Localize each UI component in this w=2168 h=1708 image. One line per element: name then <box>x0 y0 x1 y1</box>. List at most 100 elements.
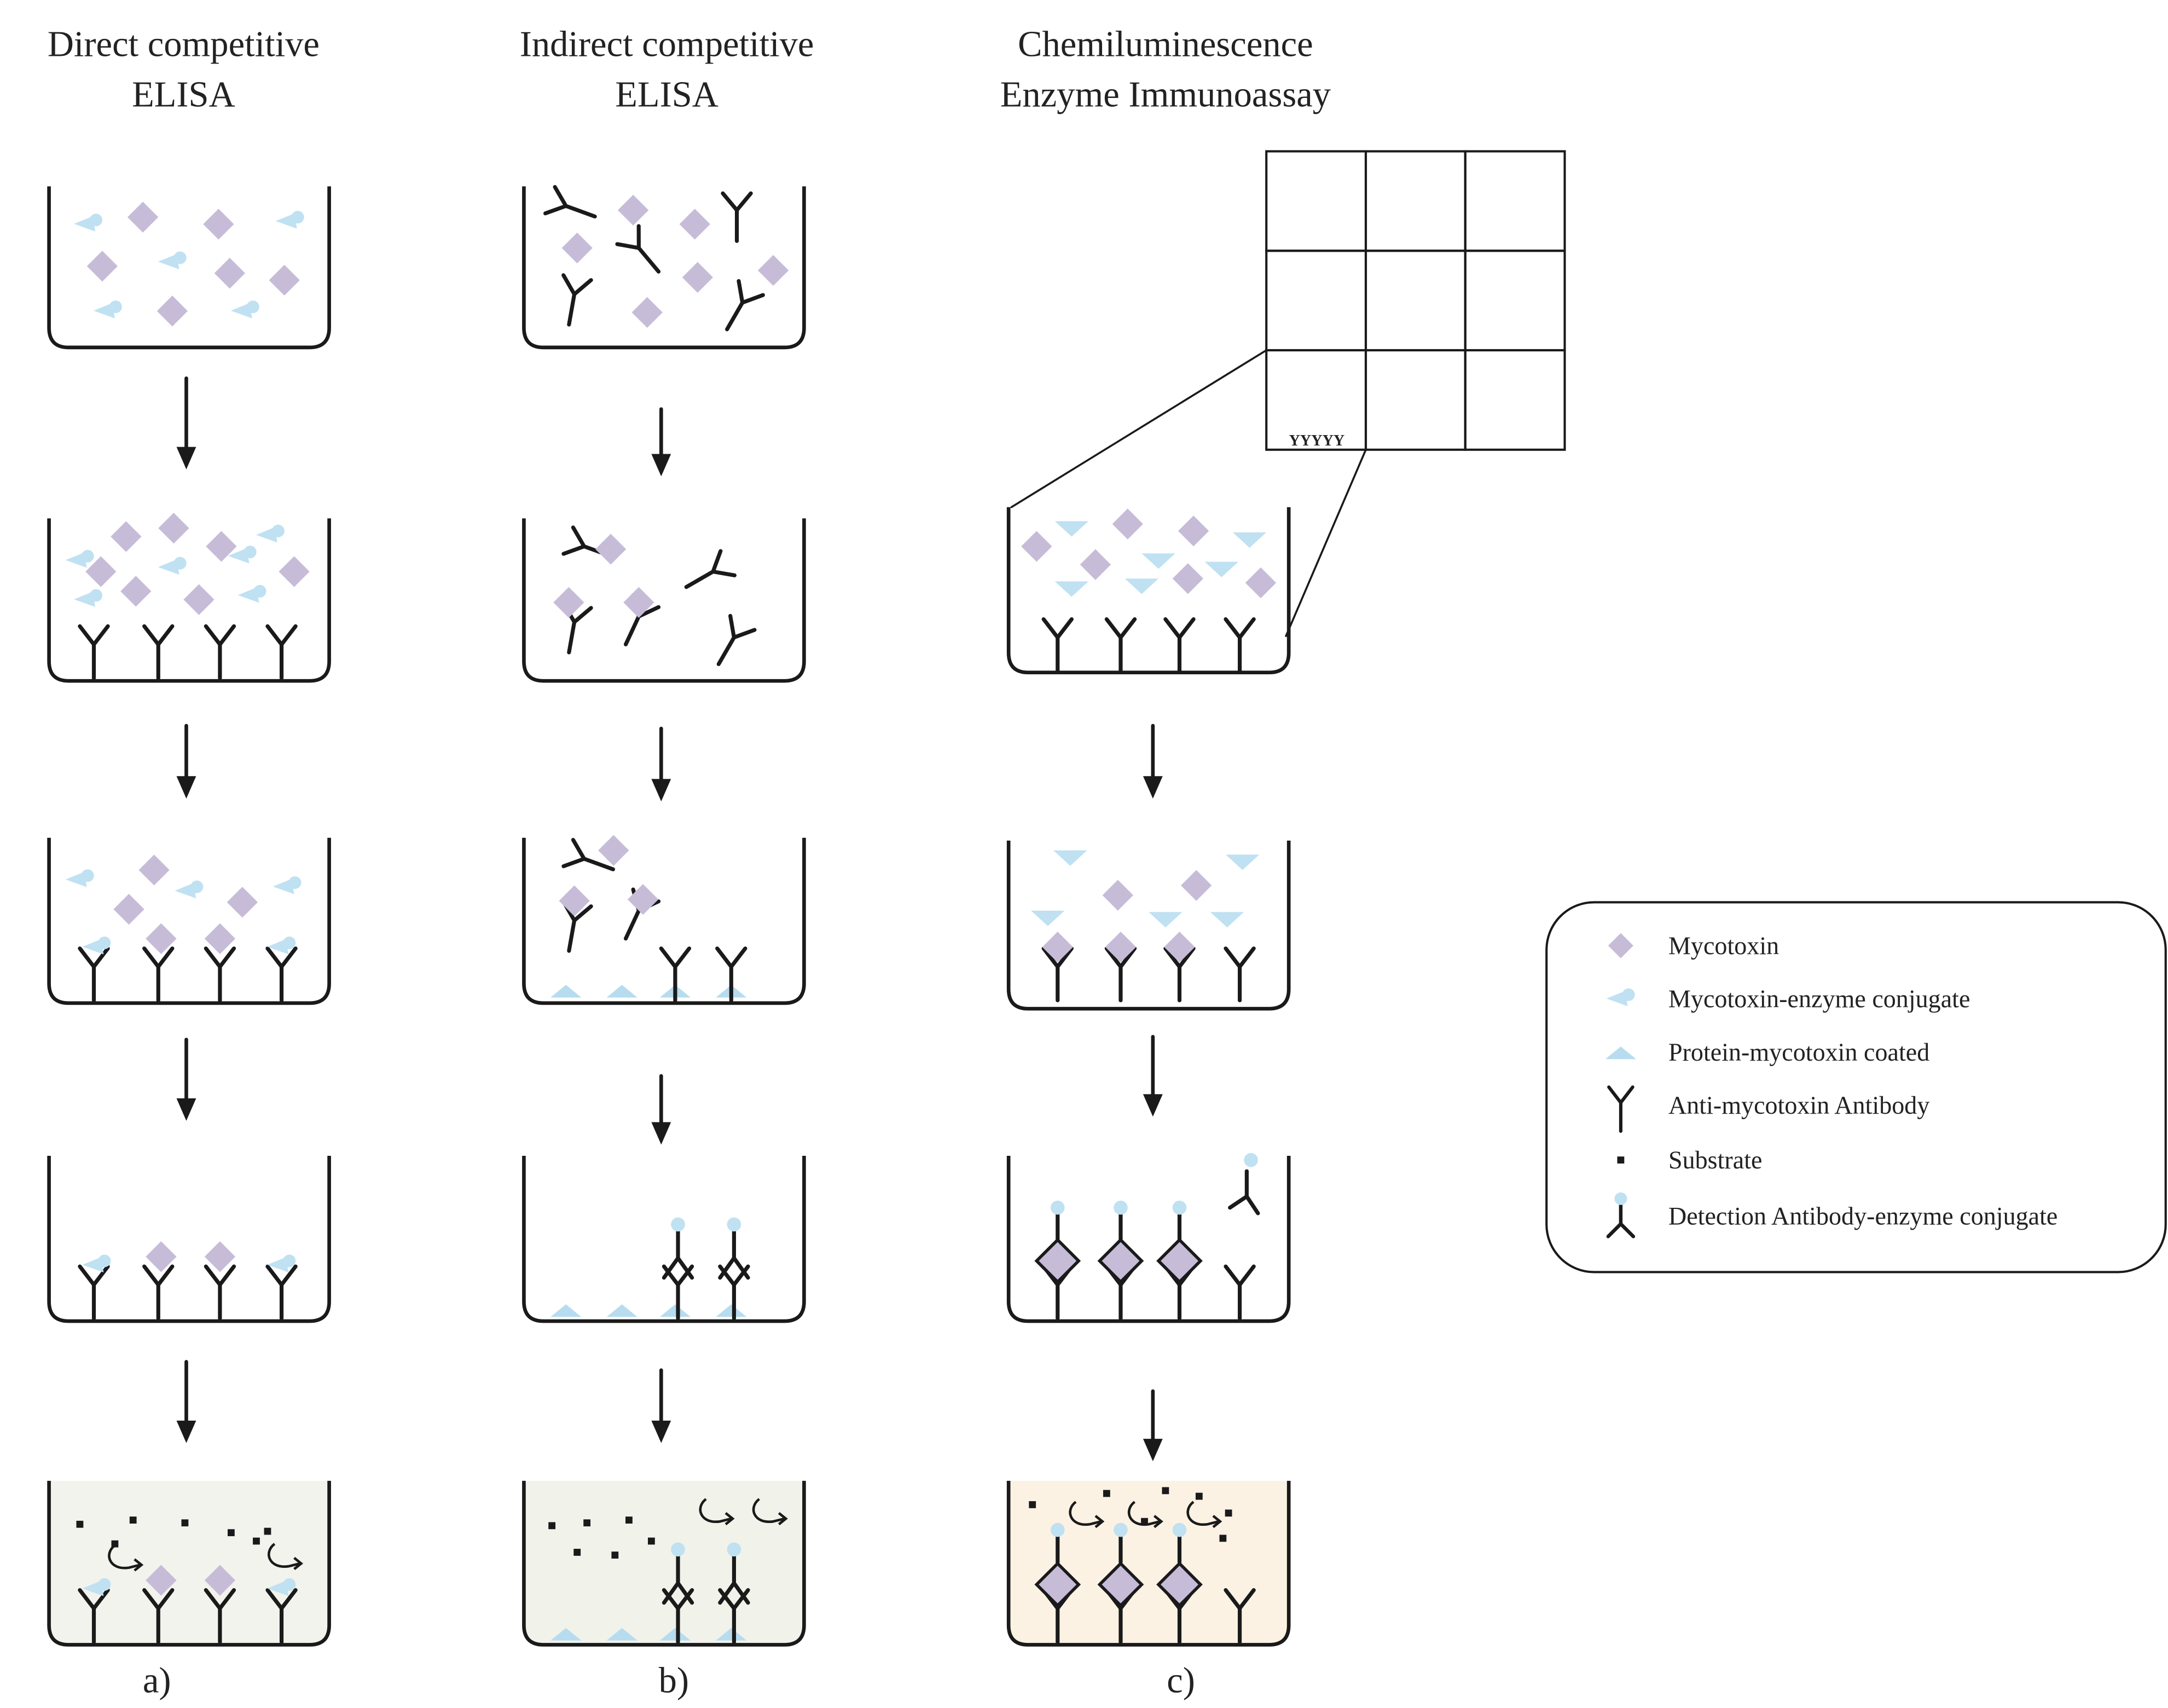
mycotoxin-diamond-shape <box>1112 508 1143 540</box>
antibody <box>142 1588 175 1644</box>
zoom-line <box>1285 448 1367 638</box>
detection-arm <box>1606 1222 1623 1238</box>
free-antibody <box>561 838 616 872</box>
mycotoxin-diamond-shape <box>561 232 593 264</box>
legend-box <box>1545 901 2167 1273</box>
mycotoxin-diamond <box>214 258 245 289</box>
legend-item-detection: Detection Antibody-enzyme conjugate <box>1668 1202 2057 1230</box>
antibody-arm <box>1224 946 1242 969</box>
enzyme-dot <box>1172 1200 1187 1215</box>
protein-mycotoxin-coated <box>659 1628 691 1641</box>
mycotoxin-enzyme-conjugate <box>230 300 259 319</box>
well <box>522 518 806 683</box>
free-antibody <box>543 185 597 219</box>
mycotoxin-diamond <box>623 587 654 618</box>
mycotoxin-diamond-shape <box>1042 931 1073 963</box>
antibody-stem <box>567 292 577 327</box>
antibody-arm <box>1238 617 1256 640</box>
mycotoxin-enzyme-conjugate <box>237 584 266 603</box>
mycotoxin-diamond <box>183 584 215 615</box>
mycotoxin-diamond-shape <box>757 254 789 286</box>
mycotoxin-diamond-shape <box>623 587 654 618</box>
antibody <box>1224 946 1256 1003</box>
antibody-arm <box>711 549 723 574</box>
mycotoxin-diamond <box>617 194 649 226</box>
detection-arm <box>732 1256 750 1280</box>
antibody-arm <box>1177 946 1196 969</box>
mycotoxin-enzyme-conjugate <box>1124 578 1159 594</box>
coated-triangle <box>716 1304 747 1317</box>
arrow-head <box>1143 1094 1163 1117</box>
curl-head <box>778 1512 788 1526</box>
antibody <box>1163 946 1196 1003</box>
well-outline <box>47 1480 331 1647</box>
conjugate-enzyme-dot <box>246 300 259 314</box>
coated-triangle <box>550 1304 582 1317</box>
antibody-arm <box>729 946 747 969</box>
reaction-arrow <box>268 1543 304 1570</box>
curl-path <box>699 1498 732 1523</box>
well-outline <box>47 518 331 683</box>
coated-triangle <box>606 985 637 998</box>
antibody-arm <box>1118 617 1137 640</box>
mycotoxin-enzyme-conjugate <box>267 936 296 954</box>
curl-path <box>1069 1501 1102 1526</box>
conjugate-enzyme-dot <box>98 1578 111 1591</box>
coated-triangle <box>606 1628 637 1641</box>
conjugate-enzyme-dot <box>173 251 187 264</box>
mycotoxin-diamond-shape <box>1080 549 1111 580</box>
mycotoxin-enzyme-conjugate <box>1031 911 1065 927</box>
mycotoxin-diamond <box>146 1241 177 1272</box>
mycotoxin-diamond-shape <box>1608 933 1633 959</box>
antibody-arm <box>1177 617 1196 640</box>
protein-mycotoxin-coated <box>550 1628 582 1641</box>
antibody <box>718 1588 750 1644</box>
detection-link <box>1172 1200 1187 1242</box>
antibody-arm <box>572 278 593 297</box>
antibody-arm <box>78 1264 96 1287</box>
mycotoxin-diamond-shape <box>113 894 144 925</box>
antibody-arm <box>142 1264 160 1287</box>
curl-path <box>1128 1501 1161 1526</box>
mycotoxin-diamond-shape <box>111 521 142 552</box>
arrows-layer <box>176 376 1163 1462</box>
substrate-dot <box>1225 1509 1232 1517</box>
mycotoxin-diamond-shape <box>279 556 310 587</box>
well-outline <box>47 186 331 350</box>
detection-arm <box>1244 1194 1260 1215</box>
enzyme-dot <box>727 1217 741 1232</box>
substrate-square <box>253 1537 260 1545</box>
mycotoxin-enzyme-conjugate <box>65 869 94 888</box>
antibody <box>1224 1264 1256 1321</box>
substrate-dot <box>583 1519 591 1527</box>
step-arrow <box>176 376 196 470</box>
substrate-square <box>1141 1518 1148 1525</box>
coated-triangle <box>659 1628 691 1641</box>
detection-link <box>1051 1522 1065 1564</box>
coated-triangle <box>550 1628 582 1641</box>
reaction-arrow <box>699 1498 735 1526</box>
mycotoxin-diamond-shape <box>204 1241 236 1272</box>
conjugate-enzyme-dot <box>109 300 122 314</box>
substrate-dot <box>1195 1492 1203 1500</box>
conjugate-enzyme-dot <box>283 1578 296 1591</box>
antibody-arm <box>737 279 745 305</box>
antibody <box>204 1264 236 1321</box>
antibody-arm <box>571 838 587 861</box>
antibody-arm <box>265 946 284 969</box>
protein-mycotoxin-coated <box>550 1304 582 1317</box>
mycotoxin-diamond <box>1164 931 1195 963</box>
conjugate-enzyme-dot <box>98 936 111 949</box>
column-title-line: ELISA <box>132 75 235 115</box>
antibody-arm <box>732 628 757 640</box>
antibody-arm <box>1238 1264 1256 1287</box>
mycotoxin-enzyme-conjugate <box>267 1578 296 1596</box>
mycotoxin-diamond <box>1181 870 1212 901</box>
mycotoxin-diamond-shape <box>1021 531 1052 562</box>
antibody-arm <box>662 1588 680 1611</box>
detection-link <box>1114 1200 1128 1242</box>
well <box>522 186 806 350</box>
curl-head <box>1153 1515 1163 1528</box>
